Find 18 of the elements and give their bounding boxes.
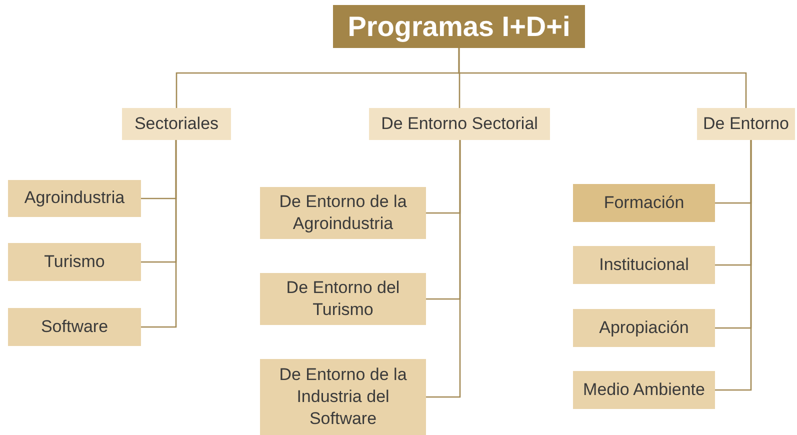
connector-line [715, 140, 752, 391]
category-box: Sectoriales [122, 108, 231, 140]
category-box: Institucional [573, 246, 715, 284]
connector-line [426, 140, 461, 398]
category-box: De Entorno del Turismo [260, 273, 426, 325]
category-box: De Entorno de la Agroindustria [260, 187, 426, 239]
connector-line [458, 48, 747, 108]
category-box: De Entorno de la Industria del Software [260, 359, 426, 435]
category-box: Agroindustria [8, 180, 141, 217]
category-box: Turismo [8, 243, 141, 281]
connector-line [141, 140, 177, 328]
category-box: Formación [573, 184, 715, 222]
title-banner: Programas I+D+i [333, 5, 585, 48]
category-box: De Entorno Sectorial [369, 108, 550, 140]
category-box: Apropiación [573, 309, 715, 347]
category-box: Software [8, 308, 141, 346]
category-box: De Entorno [697, 108, 795, 140]
category-box: Medio Ambiente [573, 371, 715, 409]
